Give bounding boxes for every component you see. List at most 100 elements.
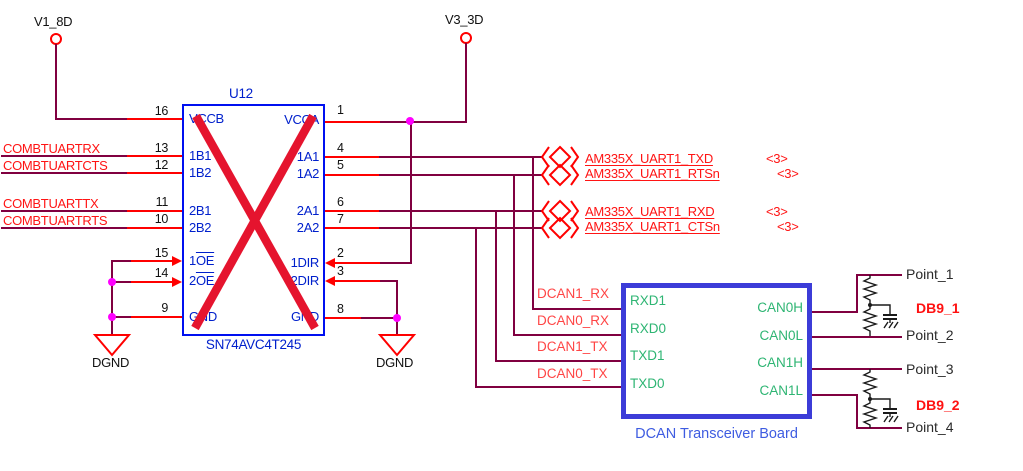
wire bbox=[379, 262, 412, 264]
pin bbox=[325, 156, 379, 158]
board-pin-name: CAN0L bbox=[759, 328, 803, 343]
net-label: DCAN1_TX bbox=[537, 339, 608, 354]
point-label: Point_3 bbox=[906, 361, 954, 377]
net-label: AM335X_UART1_TXD bbox=[585, 151, 713, 166]
wire bbox=[475, 227, 477, 388]
u12-component-body bbox=[182, 104, 325, 336]
wire bbox=[856, 274, 858, 313]
pin bbox=[127, 227, 182, 229]
board-pin-name: RXD1 bbox=[630, 293, 667, 308]
pin-name: 1A1 bbox=[296, 149, 320, 164]
wire bbox=[111, 260, 113, 334]
net-label: AM335X_UART1_RTSn bbox=[585, 166, 720, 181]
pin-number: 2 bbox=[337, 246, 344, 260]
net-label: COMBTUARTTX bbox=[3, 196, 99, 211]
pin-number: 15 bbox=[154, 246, 169, 260]
wire bbox=[111, 260, 133, 262]
offpage-connector-icon bbox=[540, 145, 580, 169]
junction-dot bbox=[393, 314, 401, 322]
wire bbox=[513, 174, 515, 336]
pin-name: 2A1 bbox=[296, 203, 320, 218]
resistor-symbol bbox=[861, 306, 879, 336]
pin-name: 2DIR bbox=[290, 273, 320, 288]
resistor-symbol bbox=[861, 369, 879, 398]
crossed-out-x bbox=[191, 113, 319, 331]
pin-arrow-icon bbox=[325, 276, 335, 286]
point-label: Point_1 bbox=[906, 266, 954, 282]
pin-name: 1A2 bbox=[296, 166, 320, 181]
pin-number: 14 bbox=[154, 266, 169, 280]
pin-name: 1OE bbox=[189, 253, 215, 268]
pin-number: 7 bbox=[337, 212, 344, 226]
pin bbox=[127, 172, 182, 174]
net-label: COMBTUARTCTS bbox=[3, 158, 108, 173]
earth-ground-icon bbox=[883, 321, 899, 329]
termination-network bbox=[861, 275, 899, 336]
pin-name: 1B2 bbox=[189, 165, 212, 180]
pin bbox=[127, 210, 182, 212]
wire bbox=[378, 156, 543, 158]
wire bbox=[475, 386, 622, 388]
wire bbox=[55, 44, 57, 120]
pin bbox=[325, 210, 379, 212]
pin-number: 5 bbox=[337, 158, 344, 172]
earth-ground-icon bbox=[883, 415, 899, 423]
pin-arrow-icon bbox=[325, 258, 335, 268]
wire bbox=[812, 311, 858, 313]
board-pin-name: TXD0 bbox=[630, 376, 665, 391]
pin bbox=[325, 227, 379, 229]
pin-number: 1 bbox=[337, 103, 344, 117]
pin-name: 2B1 bbox=[189, 203, 212, 218]
board-pin-name: RXD0 bbox=[630, 321, 667, 336]
wire bbox=[513, 334, 622, 336]
wire bbox=[856, 394, 858, 429]
board-pin-name: CAN0H bbox=[757, 300, 803, 315]
net-label: AM335X_UART1_RXD bbox=[585, 204, 715, 219]
point-label: Point_2 bbox=[906, 327, 954, 343]
page-ref: <3> bbox=[777, 219, 799, 234]
wire bbox=[812, 336, 902, 338]
pin bbox=[334, 280, 380, 282]
wire bbox=[410, 121, 412, 264]
pin bbox=[325, 317, 361, 319]
pin-number: 6 bbox=[337, 195, 344, 209]
u12-part-number: SN74AVC4T245 bbox=[205, 337, 302, 352]
dcan-board-body bbox=[621, 283, 812, 419]
offpage-connector-icon bbox=[540, 163, 580, 187]
pin-arrow-icon bbox=[172, 256, 182, 266]
net-label: COMBTUARTRTS bbox=[3, 213, 108, 228]
wire bbox=[379, 280, 398, 282]
wire bbox=[111, 281, 133, 283]
pin bbox=[131, 281, 173, 283]
pin-name: 2A2 bbox=[296, 220, 320, 235]
pin-number: 13 bbox=[154, 141, 169, 155]
ground-symbol-icon bbox=[377, 334, 417, 357]
pin bbox=[131, 260, 173, 262]
pin bbox=[127, 155, 182, 157]
pin-name: 2OE bbox=[189, 273, 215, 288]
u12-refdes: U12 bbox=[229, 86, 253, 101]
board-pin-name: CAN1L bbox=[759, 383, 803, 398]
net-label: DCAN0_RX bbox=[537, 313, 610, 328]
board-pin-name: TXD1 bbox=[630, 348, 665, 363]
net-label: DCAN1_RX bbox=[537, 286, 610, 301]
wire bbox=[378, 227, 543, 229]
wire bbox=[856, 274, 902, 276]
pin-name: 1DIR bbox=[290, 255, 320, 270]
pin-number: 4 bbox=[337, 141, 344, 155]
wire bbox=[495, 210, 497, 362]
wire bbox=[1, 227, 127, 229]
wire bbox=[396, 280, 398, 334]
net-label: AM335X_UART1_CTSn bbox=[585, 219, 720, 234]
board-pin-name: CAN1H bbox=[757, 355, 803, 370]
wire bbox=[532, 156, 534, 310]
page-ref: <3> bbox=[766, 204, 788, 219]
wire bbox=[1, 155, 127, 157]
wire bbox=[378, 210, 543, 212]
wire bbox=[1, 210, 127, 212]
pin-name: 1B1 bbox=[189, 148, 212, 163]
wire bbox=[55, 118, 127, 120]
pin-arrow-icon bbox=[172, 277, 182, 287]
wire bbox=[812, 394, 858, 396]
ground-label: DGND bbox=[376, 355, 414, 370]
